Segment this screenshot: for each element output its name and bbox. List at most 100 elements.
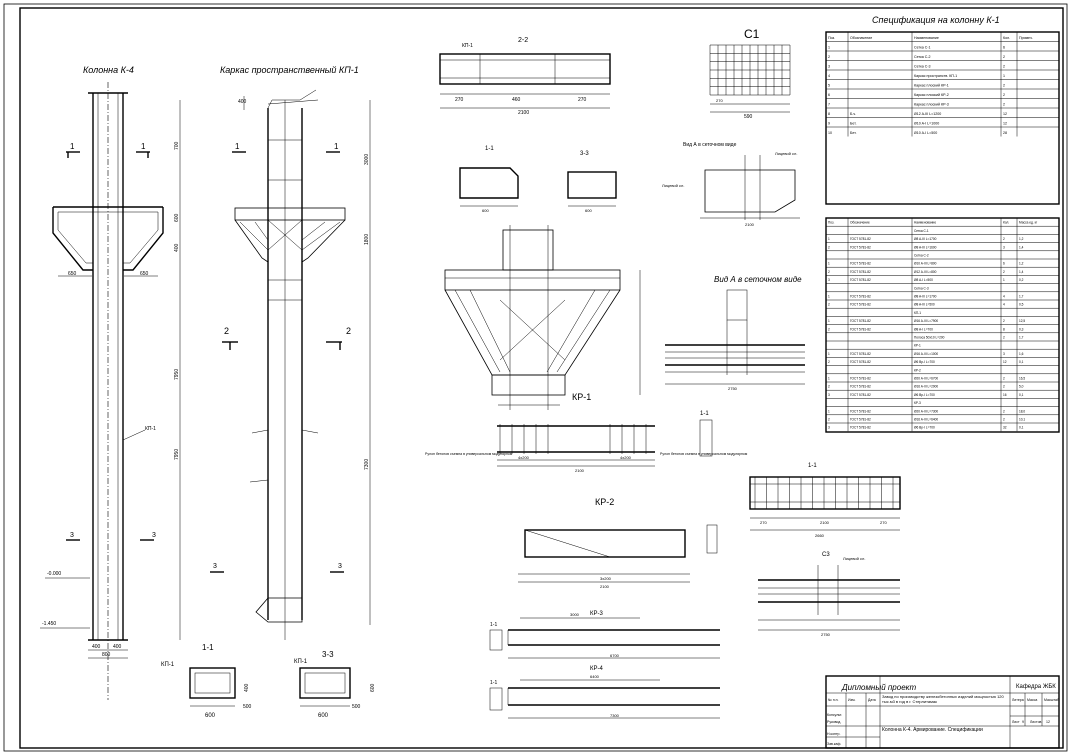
kr3-sec: 1-1 <box>490 622 497 628</box>
spec-cell: 16 <box>1003 393 1007 397</box>
frame-dim: 400 <box>238 99 247 105</box>
spec-title: Спецификация на колонну К-1 <box>872 15 1000 25</box>
spec-cell: 2 <box>828 360 830 364</box>
col-dim: 700 <box>174 141 180 150</box>
spec-cell: ГОСТ 5781-82 <box>850 270 871 274</box>
spec-cell: 1 <box>828 295 830 299</box>
spec-cell: 1 <box>828 409 830 413</box>
spec-cell: КР-1 <box>914 344 921 348</box>
spec-cell: 1 <box>828 237 830 241</box>
spec-cell: 0,2 <box>1019 278 1024 282</box>
spec-cell: 10,1 <box>1019 418 1025 422</box>
spec-cell: Ø8 A-I L=500 <box>914 278 933 282</box>
spec-cell: Каркас плоский КР-3 <box>914 103 949 107</box>
spec-cell: 2 <box>1003 418 1005 422</box>
sec-11-title: 1-1 <box>202 643 214 652</box>
spec-cell: 2 <box>828 418 830 422</box>
col-sec-mark: 1 <box>70 142 75 151</box>
outer-frame <box>3 3 1068 752</box>
view-a-detail: Вид А в сеточном виде 2100 Лицевой сл. Л… <box>662 142 800 227</box>
spec-cell: 2 <box>1003 377 1005 381</box>
axis-label: Лицевой сл. <box>662 183 684 188</box>
spec-cell: Ø16 A-III L=7900 <box>914 319 938 323</box>
spec-cell: 1 <box>1003 74 1005 78</box>
spec-cell: 0,3 <box>1019 327 1024 331</box>
stamp-project: Дипломный проект <box>841 683 917 692</box>
spec-cell: 1 <box>828 352 830 356</box>
col-dim: 7950 <box>174 369 180 380</box>
spec-cell: 5 <box>828 84 830 88</box>
spec-cell: Каркас плоский КР-1 <box>914 84 949 88</box>
stamp-role: Зав.каф. <box>827 742 841 746</box>
spec-cell: Бет. <box>850 122 856 126</box>
kr4-title: КР-4 <box>590 666 603 672</box>
spec-cell: Сетка С-1 <box>914 229 929 233</box>
col-elev: -1.450 <box>42 621 56 627</box>
spec-header-cell: Примеч. <box>1019 36 1033 40</box>
sec-33-title: 3-3 <box>580 151 589 157</box>
kr1-dim: 4x200 <box>518 455 530 460</box>
frame-sec-mark: 3 <box>338 563 342 570</box>
spec-cell: Полоса 50х10 L=200 <box>914 336 945 340</box>
spec-cell: 1,4 <box>1019 245 1024 249</box>
spec-cell: ГОСТ 5781-82 <box>850 237 871 241</box>
spec-cell: 12 <box>1003 360 1007 364</box>
spec-cell: 28 <box>1003 131 1007 135</box>
spec-cell: 12 <box>1003 122 1007 126</box>
spec-cell: ГОСТ 5781-82 <box>850 377 871 381</box>
spec-cell: ГОСТ 5781-82 <box>850 426 871 430</box>
sec-dim: 500 <box>352 704 361 710</box>
stamp-role: Н.контр. <box>827 732 840 736</box>
spec-cell: 2 <box>1003 270 1005 274</box>
spec-cell: 0,1 <box>1019 393 1024 397</box>
spec-cell: Ø10 A-I L=1000 <box>914 122 939 126</box>
kr3-dim: 3000 <box>570 612 580 617</box>
spec-cell: Сетка С-1 <box>914 46 931 50</box>
spec-cell: ГОСТ 5781-82 <box>850 385 871 389</box>
kp1-label: КП-1 <box>161 662 175 668</box>
spec-cell: 3 <box>828 278 830 282</box>
spec-cell: Ø8 A-III L=500 <box>914 303 935 307</box>
stamp-sheets-no: 12 <box>1046 720 1050 724</box>
spec-cell: 16,5 <box>1019 377 1025 381</box>
col-dim: 400 <box>92 644 101 650</box>
spec-cell: 3 <box>1003 352 1005 356</box>
spec-cell: ГОСТ 5781-82 <box>850 360 871 364</box>
s11-dim: 270 <box>880 520 887 525</box>
spec-cell: 5,0 <box>1019 385 1024 389</box>
stamp-scale: Масштаб <box>1044 698 1059 702</box>
spec-cell: 9 <box>828 122 830 126</box>
spec-cell: ГОСТ 5781-82 <box>850 393 871 397</box>
col-dim: 7950 <box>174 449 180 460</box>
sec-dim: 500 <box>243 704 252 710</box>
title-block: Дипломный проект Кафедра ЖБК № п.п. Изм.… <box>825 675 1060 749</box>
stamp-head: № п.п. <box>828 698 838 702</box>
sec-dim: 600 <box>585 208 592 213</box>
spec-cell: 3 <box>828 426 830 430</box>
kr2-dim: 3x200 <box>600 576 612 581</box>
spec-cell: Ø20 A-III L=7300 <box>914 409 938 413</box>
stamp-mass: Масса <box>1027 698 1037 702</box>
spec-cell: 1,7 <box>1019 336 1024 340</box>
kr1: 4x200 4x200 2100 Рулон бетонов съемна в … <box>425 411 748 473</box>
inner-frame <box>19 7 1064 749</box>
col-dim: 650 <box>140 271 149 277</box>
column-title: Колонна К-4 <box>83 65 134 75</box>
spec-cell: 3 <box>1003 245 1005 249</box>
spec-cell: 1 <box>828 319 830 323</box>
frame-title: Каркас пространственный КП-1 <box>220 65 359 75</box>
col-label: КП-1 <box>145 426 156 432</box>
axis-label: Лицевой сл. <box>775 151 797 156</box>
spec-cell: 3 <box>828 65 830 69</box>
kr4-dim: 6400 <box>590 674 600 679</box>
kr1-dim: 2100 <box>575 468 585 473</box>
stamp-head: Изм. <box>848 698 856 702</box>
s11-dim: 2100 <box>820 520 830 525</box>
spec-header-cell: Масса ед. кг <box>1019 221 1038 225</box>
sec-22-title: 2-2 <box>518 37 528 44</box>
spec-header-cell: Поз. <box>828 36 835 40</box>
spec-cell: Б.ч. <box>850 112 856 116</box>
view-a-dim: 2100 <box>745 222 755 227</box>
